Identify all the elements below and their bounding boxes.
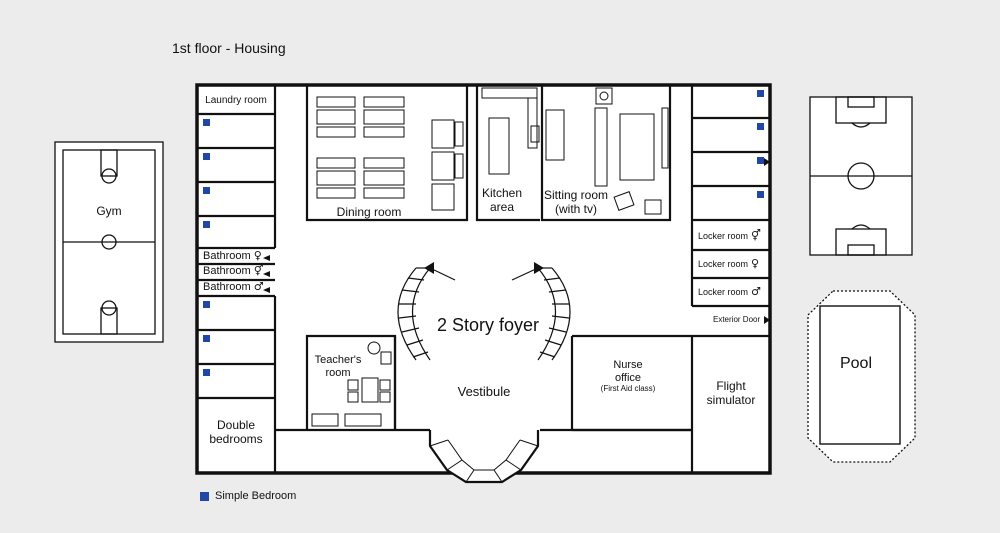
- building-walls: [195, 83, 772, 475]
- locker-room-male-label: Locker room♂: [698, 285, 761, 298]
- page-title: 1st floor - Housing: [172, 40, 286, 56]
- left-wing: [197, 85, 277, 473]
- pool-area: [807, 290, 916, 463]
- unisex-icon: ⚥: [751, 229, 761, 242]
- legend-swatch: [200, 492, 209, 501]
- lower-walls: [275, 334, 770, 473]
- dining-tables: [316, 96, 464, 211]
- dining-room-label: Dining room: [336, 205, 402, 219]
- locker-room-female-label: Locker room♀: [698, 257, 760, 270]
- legend-label: Simple Bedroom: [215, 490, 297, 502]
- pool-label: Pool: [839, 355, 873, 372]
- sitting-furniture: [545, 87, 669, 215]
- staircase-right: [511, 267, 571, 361]
- kitchen-fixtures: [481, 87, 540, 175]
- bedroom-markers: [203, 90, 764, 376]
- locker-room-unisex-label: Locker room⚥: [698, 229, 761, 242]
- unisex-icon: ⚥: [253, 264, 264, 277]
- female-icon: ♀: [751, 257, 760, 270]
- exterior-door-label: Exterior Door: [713, 315, 761, 324]
- bathroom-unisex-label: Bathroom⚥: [203, 264, 264, 277]
- female-icon: ♀: [253, 249, 262, 262]
- right-wing: [690, 85, 770, 308]
- male-icon: ♂: [253, 280, 264, 293]
- bathroom-male-label: Bathroom♂: [203, 280, 264, 293]
- soccer-field: [809, 96, 913, 256]
- sitting-room-label: Sitting room(with tv): [543, 188, 609, 216]
- gym-court: [54, 141, 164, 343]
- foyer-label: 2 Story foyer: [436, 315, 540, 335]
- vestibule-label: Vestibule: [457, 384, 511, 399]
- male-icon: ♂: [751, 285, 761, 298]
- top-rooms-walls: [305, 85, 672, 222]
- bathroom-female-label: Bathroom♀: [203, 249, 262, 262]
- gym-label: Gym: [96, 204, 122, 218]
- laundry-room-label: Laundry room: [205, 95, 267, 106]
- teacher-furniture: [311, 341, 392, 427]
- staircase-left: [397, 267, 456, 361]
- entrance-bay: [428, 430, 540, 484]
